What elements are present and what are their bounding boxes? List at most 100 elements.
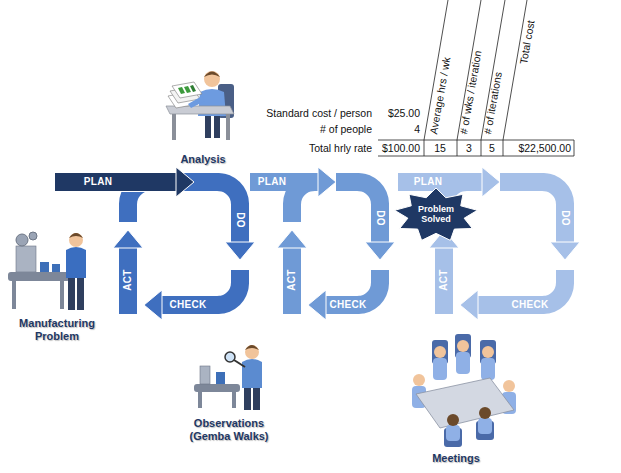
analysis-icon-part [214, 114, 220, 138]
manufacturing-icon-part [77, 276, 84, 310]
analysis-icon-part [172, 82, 202, 98]
arrow-head [277, 230, 307, 248]
table-cell: $100.00 [382, 142, 420, 154]
observations-icon [194, 345, 262, 410]
column-header: # of iterations [481, 71, 504, 135]
band-edge [434, 248, 454, 314]
arrow-head [113, 230, 143, 248]
analysis-icon-part [204, 71, 220, 87]
column-header: Average hrs / wk [427, 56, 452, 135]
arrow-head [365, 242, 395, 260]
analysis-icon-part [190, 85, 196, 92]
observations-icon-part [253, 386, 260, 410]
manufacturing-icon-part [69, 233, 83, 247]
meetings-icon-part [456, 352, 470, 374]
manufacturing-icon-part [52, 264, 60, 272]
meetings-icon-part [447, 414, 459, 426]
manufacturing-icon-part [12, 281, 16, 309]
manufacturing-icon-part [29, 232, 37, 240]
manufacturing-icon-part [66, 247, 86, 278]
observations-icon-part [198, 392, 202, 408]
column-header: Total cost [517, 19, 537, 65]
cycle-arrow: DO [325, 171, 406, 271]
table-cell: 15 [434, 142, 446, 154]
band-edge [282, 248, 302, 314]
manufacturing-icon-part [16, 246, 36, 272]
band-edge [128, 182, 240, 242]
analysis-icon [166, 71, 234, 140]
arrow-shape [133, 259, 251, 331]
meetings-icon-part [416, 378, 514, 428]
meetings-icon [412, 334, 516, 447]
arrow-label: CHECK [329, 300, 366, 310]
band-edge [398, 172, 482, 192]
manufacturing-icon-part [68, 276, 75, 310]
cycle-arrow: CHECK [133, 259, 251, 331]
manufacturing-icon [8, 232, 86, 310]
arrow-label: CHECK [169, 300, 206, 310]
meetings-icon-part [433, 358, 447, 380]
arrow-label: DO [375, 210, 385, 226]
arrow-band [398, 173, 482, 191]
starburst-node: Problem Solved [394, 188, 478, 242]
starburst-outline [395, 188, 478, 240]
cycle-arrow: PLAN [239, 156, 347, 233]
icon-caption: Manufacturing Problem [9, 317, 105, 342]
band-edge [250, 172, 318, 192]
row-header: Standard cost / person [266, 107, 372, 119]
arrow-band [119, 248, 137, 314]
node-text: Problem Solved [409, 205, 463, 225]
arrow-shape [325, 171, 406, 271]
meetings-icon-part [503, 380, 515, 392]
arrow-shape [489, 171, 591, 271]
observations-icon-part [244, 386, 251, 410]
band-edge [336, 182, 380, 242]
cost-table-lines-part [378, 140, 574, 141]
arrow-head [460, 290, 478, 320]
arrow-shape [449, 259, 576, 331]
meetings-icon-part [479, 407, 491, 419]
cost-table-lines-part [503, 140, 504, 156]
row-header: Total hrly rate [309, 142, 372, 154]
arrow-band [55, 173, 176, 191]
arrow-head [482, 167, 500, 197]
observations-icon-part [232, 392, 236, 408]
cost-table-lines-part [457, 140, 458, 156]
arrow-head [308, 290, 326, 320]
table-cell: 5 [489, 142, 495, 154]
cost-table-lines-part [378, 156, 574, 157]
arrow-band [435, 248, 453, 314]
arrow-shape [297, 259, 391, 331]
table-cell: $25.00 [388, 107, 420, 119]
arrow-label: ACT [123, 269, 133, 290]
analysis-icon-part [178, 87, 185, 94]
analysis-icon-part [188, 96, 205, 108]
cycle-arrow: CHECK [449, 259, 576, 331]
table-cell: $22,500.00 [518, 142, 571, 154]
arrow-head [144, 290, 162, 320]
cycle-arrow: ACT [102, 219, 154, 325]
analysis-icon-part [205, 114, 211, 138]
row-header: # of people [320, 123, 372, 135]
analysis-icon-part [226, 114, 230, 140]
cycle-arrow: ACT [266, 219, 318, 325]
arrow-label: DO [560, 210, 570, 226]
table-cell: 3 [466, 142, 472, 154]
arrow-label: PLAN [84, 177, 112, 187]
arrow-band [500, 182, 565, 242]
observations-icon-part [200, 366, 210, 384]
band-edge [118, 248, 138, 314]
analysis-icon-part [172, 114, 176, 140]
arrow-label: DO [235, 212, 245, 228]
cost-table-lines-part [481, 0, 505, 140]
manufacturing-icon-part [16, 234, 28, 246]
manufacturing-icon-part [60, 281, 64, 309]
arrow-band [250, 173, 318, 191]
meetings-icon-part [413, 374, 425, 386]
arrow-head [318, 167, 336, 197]
arrow-label: CHECK [511, 300, 548, 310]
observations-icon-part [245, 345, 259, 359]
meetings-icon-part [434, 346, 446, 358]
icon-caption: Analysis [163, 153, 243, 166]
